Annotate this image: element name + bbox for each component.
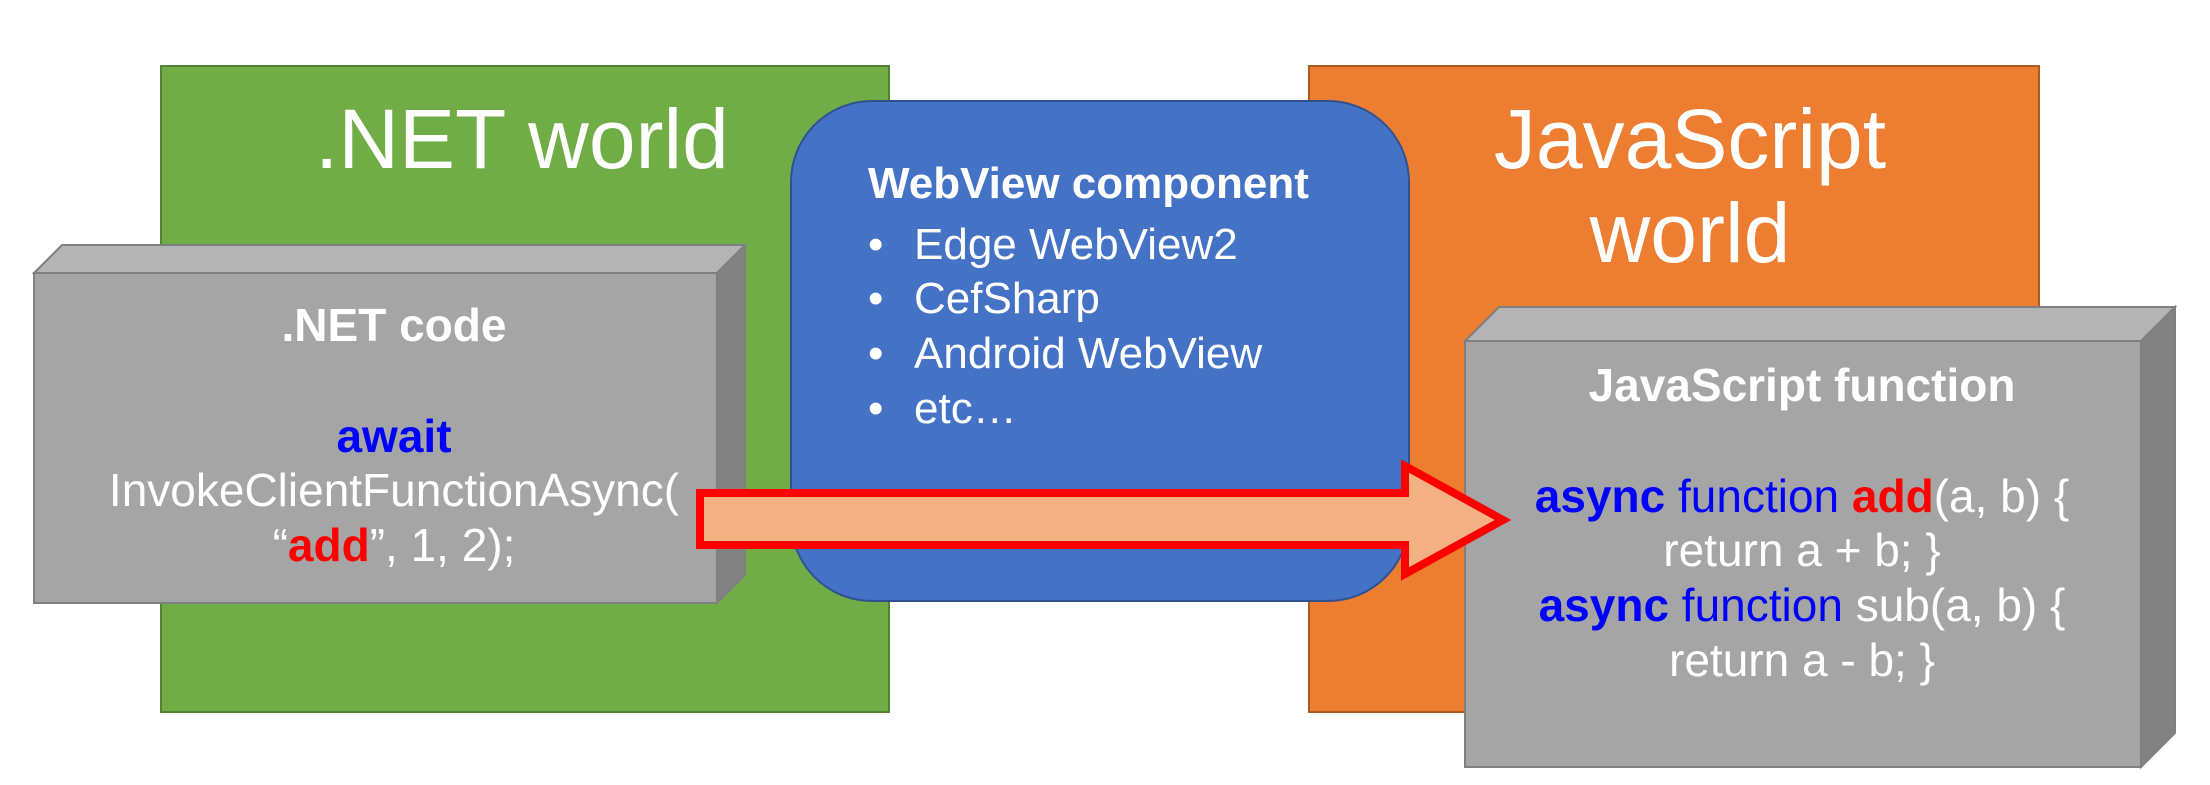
webview-item-etc: etc… [868, 382, 1408, 437]
javascript-world-title-line1: JavaScript [1493, 92, 1887, 186]
webview-item-android: Android WebView [868, 327, 1408, 382]
webview-item-edge: Edge WebView2 [868, 218, 1408, 273]
js-function-1: function [1665, 469, 1852, 522]
webview-component-title: WebView component [868, 159, 1309, 208]
javascript-world-title-line2: world [1589, 186, 1791, 281]
net-code-args: “add”, 1, 2); [34, 518, 754, 573]
net-world-title: .NET world [315, 92, 729, 186]
javascript-code-title: JavaScript function [1588, 359, 2016, 411]
javascript-code-line3: async function sub(a, b) { [1462, 578, 2142, 633]
js-line3-rest: sub(a, b) { [1842, 579, 2066, 632]
js-function-2: function [1669, 579, 1843, 632]
call-arrow [696, 459, 1512, 581]
js-line1-rest: (a, b) { [1933, 469, 2070, 522]
net-code-await: await [336, 409, 452, 462]
javascript-code-line1: async function add(a, b) { [1462, 469, 2142, 524]
js-func-name-add: add [1851, 469, 1934, 522]
javascript-world-title: JavaScript world [1430, 92, 1950, 280]
net-code-call: InvokeClientFunctionAsync( [108, 464, 680, 517]
webview-item-cefsharp: CefSharp [868, 272, 1408, 327]
net-code-content: .NET code await InvokeClientFunctionAsyn… [34, 298, 754, 573]
javascript-code-content: JavaScript function async function add(a… [1462, 358, 2142, 688]
net-code-title: .NET code [281, 299, 507, 351]
net-code-box [31, 242, 748, 606]
net-code-args-tail: ”, 1, 2); [369, 519, 516, 572]
javascript-function-box [1462, 304, 2178, 770]
js-async-1: async [1534, 469, 1666, 522]
net-code-quote-open: “ [272, 519, 288, 572]
javascript-code-line2: return a + b; } [1663, 524, 1941, 577]
webview-list: Edge WebView2 CefSharp Android WebView e… [868, 218, 1408, 436]
javascript-code-line4: return a - b; } [1669, 633, 1935, 686]
net-code-func-name: add [287, 519, 370, 572]
js-async-2: async [1538, 579, 1670, 632]
